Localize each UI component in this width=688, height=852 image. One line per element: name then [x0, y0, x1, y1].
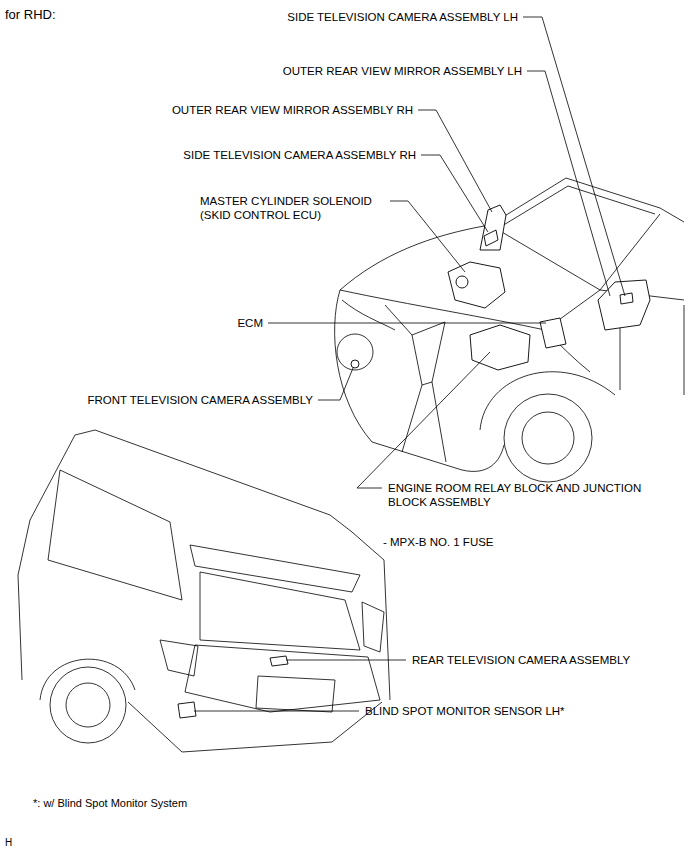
part-label: BLIND SPOT MONITOR SENSOR LH*: [365, 704, 565, 718]
part-label: REAR TELEVISION CAMERA ASSEMBLY: [412, 653, 630, 667]
footnote-note: *: w/ Blind Spot Monitor System: [33, 796, 187, 810]
part-label: MASTER CYLINDER SOLENOID (SKID CONTROL E…: [200, 194, 385, 222]
part-label: OUTER REAR VIEW MIRROR ASSEMBLY RH: [172, 103, 413, 117]
part-label: SIDE TELEVISION CAMERA ASSEMBLY RH: [183, 148, 416, 162]
part-label: SIDE TELEVISION CAMERA ASSEMBLY LH: [287, 10, 518, 24]
heading: for RHD:: [5, 8, 56, 22]
part-label: FRONT TELEVISION CAMERA ASSEMBLY: [87, 393, 313, 407]
sub-item-label: - MPX-B NO. 1 FUSE: [383, 535, 494, 549]
part-label: OUTER REAR VIEW MIRROR ASSEMBLY LH: [283, 64, 522, 78]
part-label: ECM: [237, 316, 263, 330]
figure-code: H: [5, 836, 12, 850]
part-label: ENGINE ROOM RELAY BLOCK AND JUNCTION BLO…: [388, 481, 663, 509]
